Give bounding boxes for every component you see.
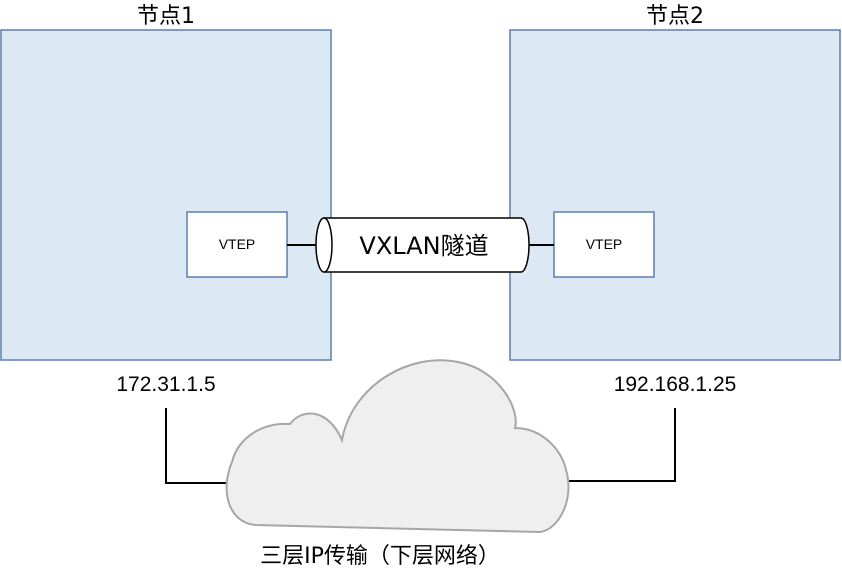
tunnel-cylinder-end xyxy=(323,217,333,273)
node-1-vtep-label: VTEP xyxy=(219,236,256,252)
node-1-title: 节点1 xyxy=(137,4,195,29)
node-2-vtep-label: VTEP xyxy=(586,236,623,252)
node-2-vtep-box xyxy=(553,211,655,278)
node-1-underlay-wire xyxy=(165,408,232,484)
node-2: 节点2 VTEP 192.168.1.25 xyxy=(509,4,841,396)
node-1-ip: 172.31.1.5 xyxy=(116,373,215,396)
node-2-title: 节点2 xyxy=(646,4,704,29)
node-1-box xyxy=(0,29,332,361)
node-1-vtep-box xyxy=(186,211,288,278)
node-2-ip: 192.168.1.25 xyxy=(614,373,737,396)
underlay-network-cloud xyxy=(225,359,570,534)
underlay-network-label: 三层IP传输（下层网络） xyxy=(260,544,500,569)
vxlan-tunnel: VXLAN隧道 xyxy=(315,217,530,273)
node-2-box xyxy=(509,29,841,361)
node-1: 节点1 VTEP 172.31.1.5 xyxy=(0,4,332,396)
tunnel-cylinder-body xyxy=(315,217,530,273)
tunnel-label: VXLAN隧道 xyxy=(359,232,488,260)
node-2-underlay-wire xyxy=(560,408,676,482)
